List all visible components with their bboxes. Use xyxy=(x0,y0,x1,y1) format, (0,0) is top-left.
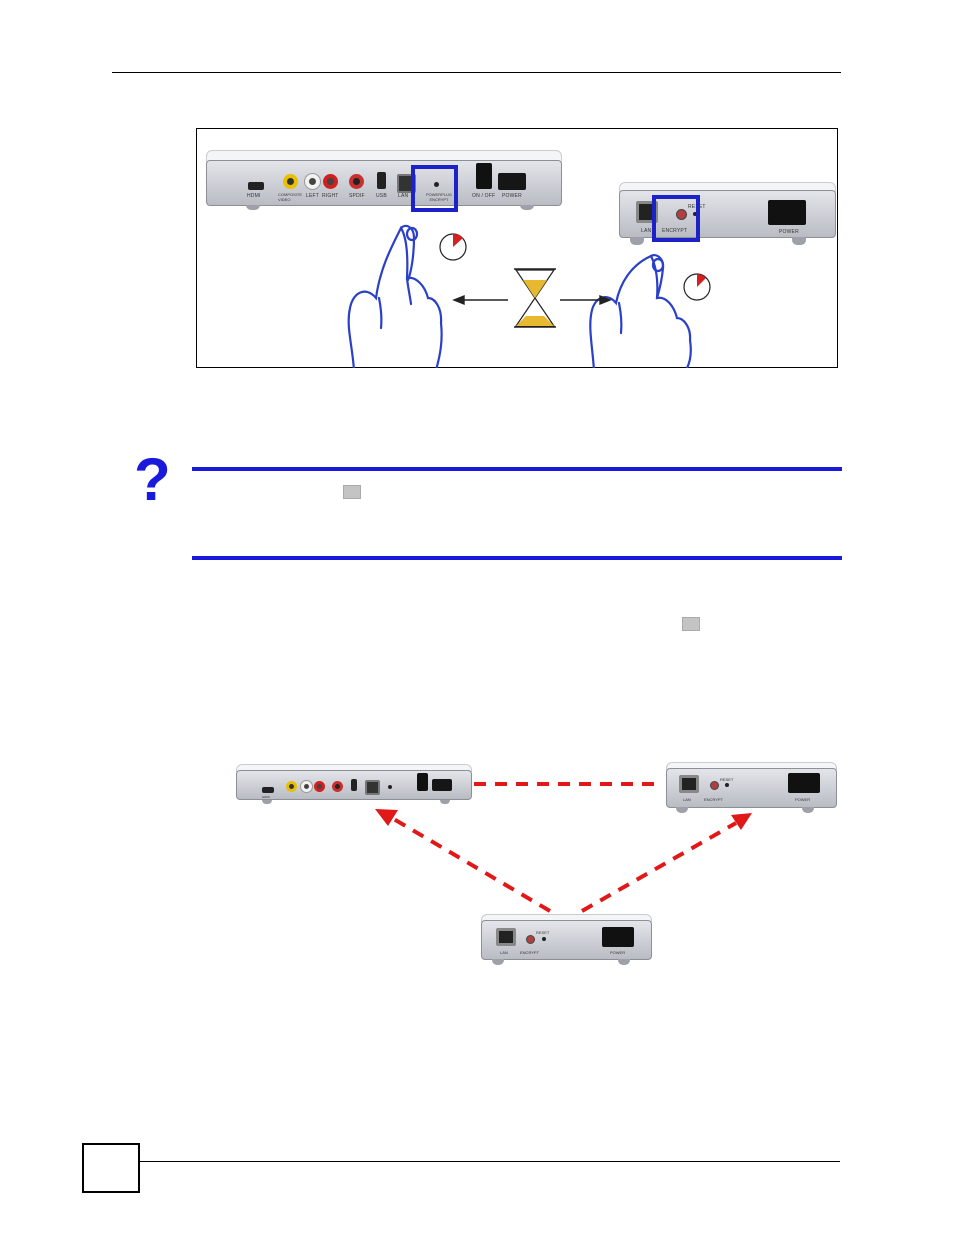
power-socket-icon xyxy=(498,173,526,190)
device-foot xyxy=(802,807,814,813)
port-label: ENCRYPT xyxy=(662,228,688,234)
port-label: USB xyxy=(376,193,387,199)
encrypt-button-highlight xyxy=(652,195,700,242)
hourglass-icon xyxy=(514,268,556,328)
inline-gray-marker xyxy=(682,617,700,631)
question-mark-icon: ? xyxy=(134,446,171,513)
hdmi-port-icon xyxy=(248,182,264,190)
encrypt-button-icon xyxy=(434,182,439,187)
spdif-jack-icon xyxy=(349,174,364,189)
reset-button-icon xyxy=(693,212,697,216)
device-foot xyxy=(520,205,534,210)
port-label: SPDIF xyxy=(349,193,365,199)
dashed-link-line xyxy=(390,816,552,913)
port-label: POWERPLUG ENCRYPT xyxy=(425,192,452,202)
encrypt-button-icon xyxy=(676,209,687,220)
power-switch-icon xyxy=(476,163,492,189)
port-label: ENCRYPT xyxy=(520,950,540,955)
power-socket-icon xyxy=(432,779,452,791)
port-label: LAN xyxy=(683,797,691,802)
usb-port-icon xyxy=(351,779,357,791)
usb-port-icon xyxy=(377,172,386,189)
encrypt-button-icon xyxy=(526,935,535,944)
device-foot xyxy=(440,800,450,804)
device-foot xyxy=(630,237,644,245)
lan-port-icon xyxy=(679,775,699,793)
port-label: LAN xyxy=(500,950,508,955)
device-foot xyxy=(262,800,272,804)
power-socket-icon xyxy=(602,927,634,947)
power-socket-icon xyxy=(768,200,806,225)
left-audio-jack-icon xyxy=(301,781,312,792)
pointing-hand-icon xyxy=(347,224,443,368)
left-audio-jack-icon xyxy=(305,174,320,189)
page-number-box xyxy=(82,1143,140,1193)
header-rule xyxy=(112,72,841,73)
right-audio-jack-icon xyxy=(314,781,325,792)
timer-icon xyxy=(439,233,467,261)
note-bottom-rule xyxy=(192,556,842,560)
port-label: RESET xyxy=(536,930,550,935)
port-label: HDMI xyxy=(262,795,270,799)
arrowhead-icon xyxy=(375,809,398,826)
encrypt-button-highlight xyxy=(411,165,458,212)
encrypt-button-icon xyxy=(710,781,719,790)
encrypt-button-icon xyxy=(388,785,392,789)
port-label: POWER xyxy=(779,229,799,235)
pointing-hand-icon xyxy=(589,254,692,368)
port-label: RESET xyxy=(720,777,734,782)
footer-rule xyxy=(140,1161,840,1162)
lan-port-icon xyxy=(365,780,380,795)
note-top-rule xyxy=(192,467,842,471)
composite-jack-icon xyxy=(283,174,298,189)
composite-jack-icon xyxy=(286,781,297,792)
port-label: COMPOSITE VIDEO xyxy=(278,192,303,202)
inline-gray-marker xyxy=(343,485,361,499)
dashed-link-line xyxy=(581,821,737,913)
reset-button-icon xyxy=(725,783,729,787)
device-foot xyxy=(676,807,688,813)
timer-icon xyxy=(683,273,711,301)
port-label: LAN xyxy=(398,193,409,199)
power-socket-icon xyxy=(788,773,820,793)
spdif-jack-icon xyxy=(332,781,343,792)
port-label: HDMI xyxy=(247,193,261,199)
hdmi-port-icon xyxy=(262,787,274,793)
right-audio-jack-icon xyxy=(323,174,338,189)
arrowhead-icon xyxy=(731,813,752,830)
device-foot xyxy=(246,205,260,210)
device-foot xyxy=(792,237,806,245)
port-label: POWER xyxy=(795,797,811,802)
port-label: LAN xyxy=(641,228,652,234)
port-label: ENCRYPT xyxy=(704,797,724,802)
press-illustration xyxy=(347,224,711,368)
reset-button-icon xyxy=(542,937,546,941)
port-label: POWER xyxy=(610,950,626,955)
port-label: ON / OFF xyxy=(472,193,496,199)
device-foot xyxy=(618,959,630,965)
device-foot xyxy=(492,959,504,965)
port-label: LEFT xyxy=(306,193,320,199)
double-arrow-icon xyxy=(452,294,612,306)
port-label: RIGHT xyxy=(322,193,339,199)
port-label: POWER xyxy=(502,193,522,199)
lan-port-icon xyxy=(496,928,516,946)
power-switch-icon xyxy=(417,773,428,791)
